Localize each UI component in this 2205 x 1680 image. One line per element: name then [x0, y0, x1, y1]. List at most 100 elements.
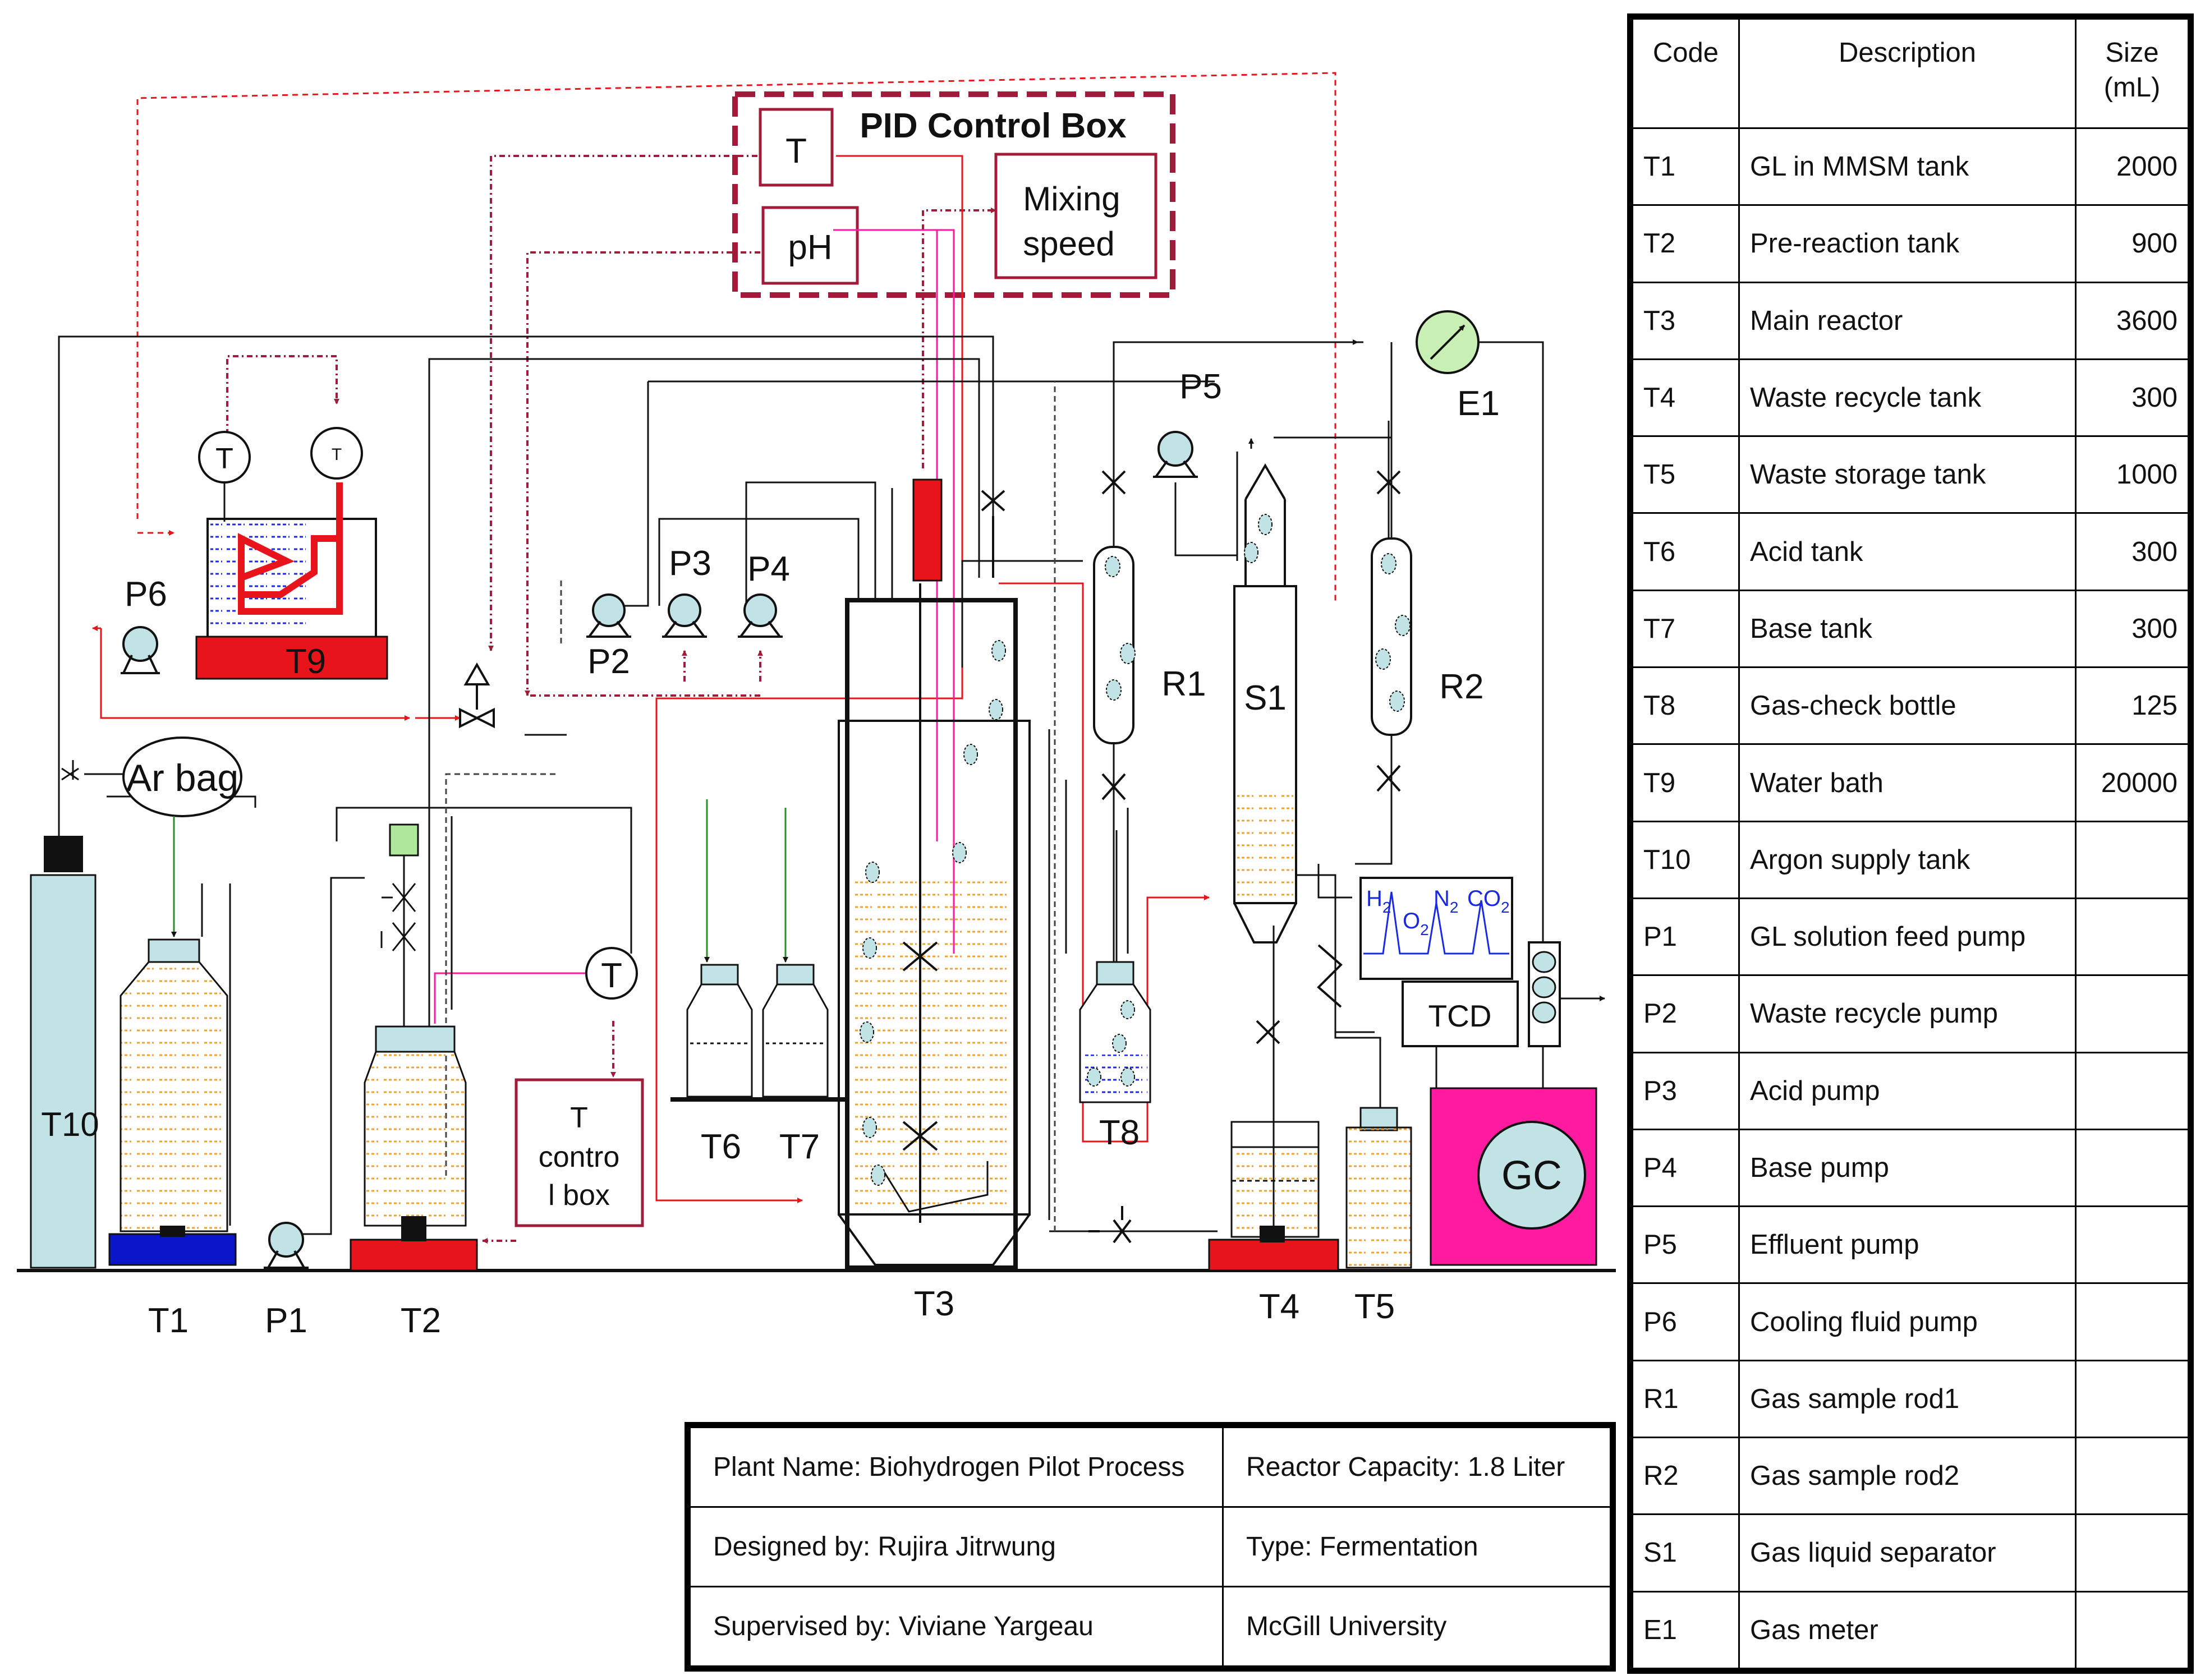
cell-size: 300 [2075, 512, 2189, 591]
label-p3: P3 [669, 544, 711, 583]
cell-size [2075, 1513, 2189, 1592]
cell-code: T6 [1632, 512, 1740, 591]
label-t6: T6 [701, 1127, 741, 1166]
control-valve[interactable] [459, 662, 567, 736]
tank-t2[interactable]: T2 [350, 823, 478, 1340]
tank-t7[interactable]: T7 [762, 808, 829, 1166]
label-t9: T9 [286, 642, 326, 681]
tcontrol-label-2: contro [539, 1141, 620, 1173]
cell-code: P3 [1632, 1051, 1740, 1130]
gas-co2-label: CO2 [1467, 886, 1510, 916]
process-lines [58, 335, 1605, 1240]
gas-check-bottle-t8[interactable]: T8 [1079, 961, 1151, 1152]
university: McGill University [1222, 1586, 1611, 1667]
cell-code: P2 [1632, 974, 1740, 1053]
gas-chromatograph[interactable]: GC [1430, 941, 1597, 1266]
cell-description: Waste recycle pump [1738, 974, 2077, 1053]
cell-description: Pre-reaction tank [1738, 204, 2077, 283]
cell-description: Waste recycle tank [1738, 358, 2077, 438]
label-p1: P1 [265, 1301, 307, 1340]
gas-meter-e1[interactable]: E1 [1416, 310, 1500, 423]
pid-mixing-label-1: Mixing [1023, 180, 1120, 218]
label-s1: S1 [1244, 679, 1287, 717]
cell-code: P1 [1632, 897, 1740, 977]
pump-p5[interactable]: P5 [1153, 367, 1222, 478]
cell-size [2075, 1282, 2189, 1361]
argon-tank-t10[interactable]: T10 [30, 836, 99, 1269]
temperature-controller[interactable]: T T contro l box [514, 947, 644, 1227]
cell-description: Waste storage tank [1738, 435, 2077, 514]
cell-code: P4 [1632, 1128, 1740, 1208]
gas-sample-rod-r1[interactable]: R1 [1093, 470, 1206, 1010]
argon-bag[interactable]: Ar bag [61, 737, 242, 937]
pump-p1[interactable]: P1 [264, 1222, 309, 1340]
label-r2: R2 [1439, 668, 1483, 706]
gas-h2-label: H2 [1366, 886, 1391, 916]
cell-code: T3 [1632, 281, 1740, 360]
pump-p2[interactable]: P2 [586, 593, 631, 681]
label-p5: P5 [1179, 367, 1222, 406]
cell-code: R1 [1632, 1359, 1740, 1439]
plant-name: Plant Name: Biohydrogen Pilot Process [689, 1426, 1224, 1508]
s1-drain-valve[interactable] [1317, 944, 1343, 1008]
tcd-detector[interactable]: H2 O2 N2 CO2 TCD [1359, 877, 1519, 1047]
pid-title: PID Control Box [860, 107, 1127, 145]
cell-size: 300 [2075, 358, 2189, 438]
pid-mixing-box [994, 153, 1157, 279]
cell-size [2075, 974, 2189, 1053]
reactor-capacity: Reactor Capacity: 1.8 Liter [1222, 1426, 1611, 1508]
recycle-line [445, 381, 1056, 1231]
pid-mixing-label-2: speed [1023, 225, 1114, 263]
pump-p6[interactable]: P6 [121, 575, 167, 674]
cell-size: 3600 [2075, 281, 2189, 360]
label-t4: T4 [1259, 1287, 1299, 1326]
tank-t5[interactable]: T5 [1345, 1107, 1412, 1326]
label-p6: P6 [125, 575, 167, 614]
cell-description: Acid pump [1738, 1051, 2077, 1130]
tank-t4[interactable]: T4 [1208, 1121, 1339, 1326]
reactor-t3[interactable]: T3 [838, 478, 1031, 1323]
label-p2: P2 [587, 642, 630, 681]
cell-description: Main reactor [1738, 281, 2077, 360]
cell-code: T7 [1632, 589, 1740, 669]
cell-size [2075, 1128, 2189, 1208]
cell-code: T8 [1632, 666, 1740, 745]
label-t7: T7 [779, 1127, 820, 1166]
cell-code: T10 [1632, 820, 1740, 899]
cell-size [2075, 1359, 2189, 1439]
cell-description: Gas sample rod1 [1738, 1359, 2077, 1439]
cell-code: S1 [1632, 1513, 1740, 1592]
header-size: Size(mL) [2075, 18, 2189, 129]
water-bath-t9: T9 T T [195, 427, 388, 681]
tank-t1[interactable]: T1 [108, 938, 237, 1340]
t4-return-valve[interactable] [1088, 1206, 1132, 1244]
cell-code: T4 [1632, 358, 1740, 438]
process-flow-diagram: PID Control Box T pH Mixing speed [17, 72, 1616, 1340]
cell-size [2075, 1437, 2189, 1516]
cell-description: Gas meter [1738, 1590, 2077, 1670]
gas-sample-rod-r2[interactable]: R2 [1371, 421, 1484, 792]
label-t3: T3 [914, 1285, 954, 1323]
label-r1: R1 [1161, 665, 1206, 703]
pump-p4[interactable]: P4 [738, 550, 790, 638]
cell-description: Gas liquid separator [1738, 1513, 2077, 1592]
tcontrol-label-3: l box [548, 1179, 610, 1212]
cell-description: Effluent pump [1738, 1205, 2077, 1285]
gas-n2-label: N2 [1434, 886, 1458, 916]
cell-size [2075, 1590, 2189, 1670]
separator-s1[interactable]: S1 [1233, 463, 1297, 1044]
pump-p3[interactable]: P3 [662, 544, 711, 638]
label-ar-bag: Ar bag [126, 757, 238, 799]
control-signal-lines [136, 72, 1336, 1244]
tank-t6[interactable]: T6 [686, 799, 753, 1166]
label-t1: T1 [148, 1301, 189, 1340]
pid-ph-label: pH [788, 228, 832, 267]
